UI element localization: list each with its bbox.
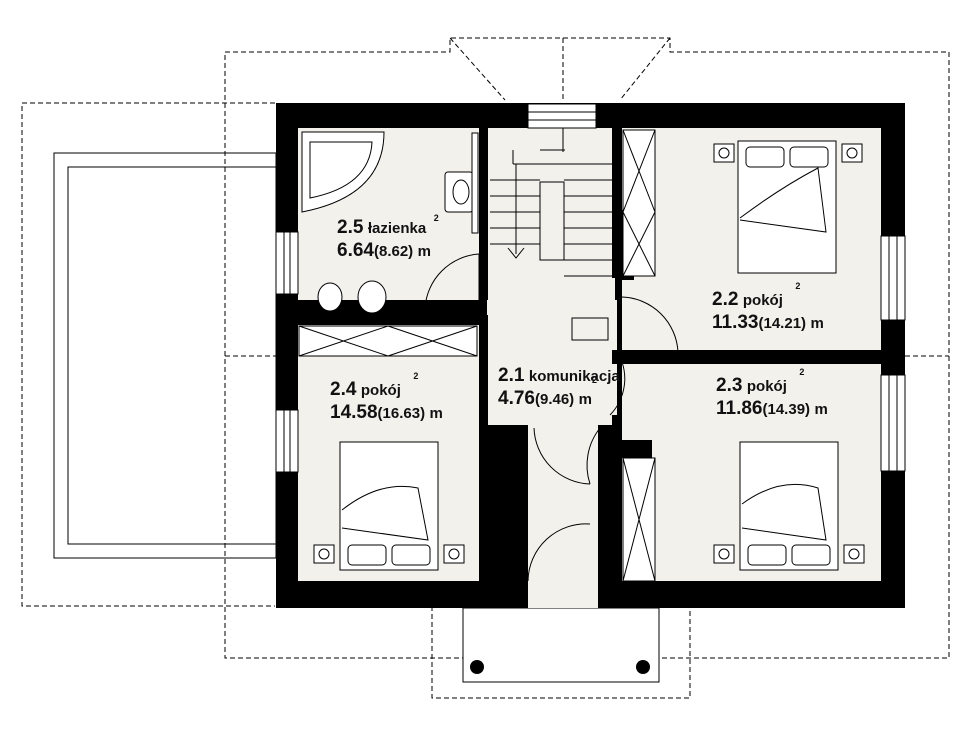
bed-2-4 bbox=[313, 441, 465, 571]
area-unit: m bbox=[814, 401, 828, 418]
room-name: łazienka bbox=[367, 220, 427, 237]
room-area-gross: (9.46) bbox=[534, 391, 575, 408]
unit-superscript: 2 bbox=[799, 367, 805, 377]
toilet-icon bbox=[357, 280, 387, 314]
room-number: 2.5 bbox=[337, 217, 364, 238]
unit-superscript: 2 bbox=[795, 281, 801, 291]
area-unit: m bbox=[810, 315, 824, 332]
room-name: pokój bbox=[746, 378, 787, 395]
unit-superscript: 2 bbox=[413, 371, 419, 381]
room-number: 2.4 bbox=[330, 379, 357, 400]
area-unit: m bbox=[417, 243, 431, 260]
room-area-gross: (16.63) bbox=[377, 405, 426, 422]
windows bbox=[275, 103, 906, 473]
room-number: 2.1 bbox=[498, 365, 525, 386]
room-number: 2.3 bbox=[716, 375, 743, 396]
area-unit: m bbox=[429, 405, 443, 422]
room-label-2-5: 2.5 łazienka 2 6.64(8.62) m bbox=[337, 214, 439, 261]
room-area: 11.86 bbox=[716, 398, 763, 419]
room-label-2-1: 2.1 komunikacja 4.76(9.46) m 2 bbox=[498, 366, 620, 408]
room-label-2-4: 2.4 pokój 2 14.58(16.63) m bbox=[330, 372, 443, 423]
room-area: 11.33 bbox=[712, 312, 759, 333]
floor-areas bbox=[298, 128, 881, 608]
area-unit: m bbox=[578, 391, 592, 408]
room-name: pokój bbox=[742, 292, 783, 309]
unit-superscript: 2 bbox=[592, 375, 598, 385]
column-icon bbox=[636, 660, 650, 674]
room-area-gross: (8.62) bbox=[373, 243, 414, 260]
porch bbox=[462, 607, 660, 683]
room-name: pokój bbox=[360, 382, 401, 399]
bed-2-3 bbox=[713, 441, 865, 571]
room-area-gross: (14.39) bbox=[762, 401, 811, 418]
room-label-2-3: 2.3 pokój 2 11.86(14.39) m bbox=[716, 368, 828, 419]
wardrobes bbox=[298, 129, 656, 582]
room-label-2-2: 2.2 pokój 2 11.33(14.21) m bbox=[712, 282, 824, 333]
unit-superscript: 2 bbox=[433, 213, 439, 223]
door-swings bbox=[424, 253, 679, 582]
room-name: komunikacja bbox=[528, 368, 620, 385]
room-area: 6.64 bbox=[337, 240, 374, 261]
bathroom-fixtures bbox=[301, 131, 479, 314]
column-icon bbox=[470, 660, 484, 674]
stairs bbox=[490, 128, 612, 341]
bidet-icon bbox=[317, 282, 343, 312]
room-area-gross: (14.21) bbox=[758, 315, 807, 332]
room-number: 2.2 bbox=[712, 289, 739, 310]
bed-2-2 bbox=[713, 140, 863, 274]
room-area: 14.58 bbox=[330, 402, 378, 423]
room-area: 4.76 bbox=[498, 388, 535, 409]
